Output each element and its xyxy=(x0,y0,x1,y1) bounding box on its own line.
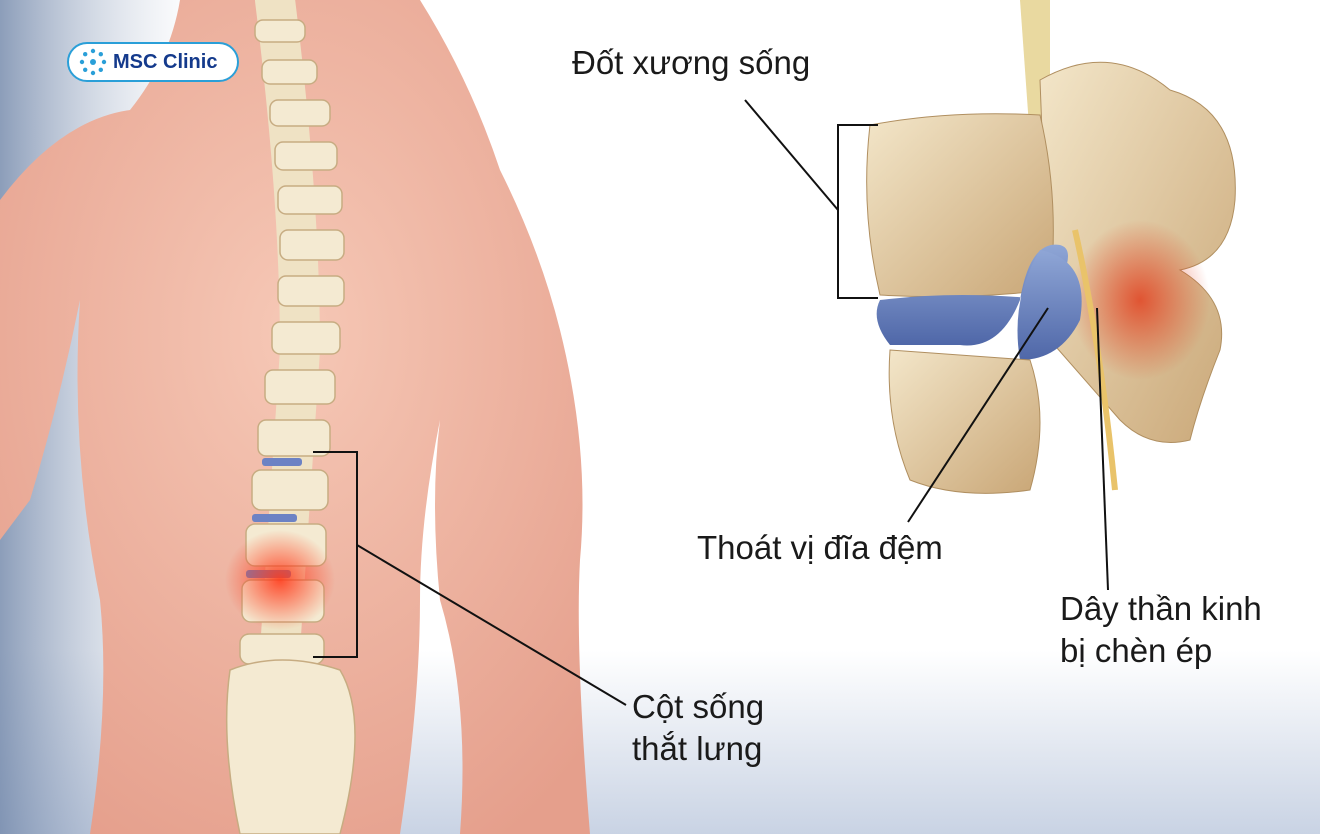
label-compressed-nerve: Dây thần kinh bị chèn ép xyxy=(1060,588,1262,672)
label-vertebra: Đốt xương sống xyxy=(572,44,811,81)
vertebra-closeup xyxy=(866,0,1236,494)
label-lumbar-line2: thắt lưng xyxy=(632,730,763,767)
vertebra-bracket xyxy=(744,99,878,299)
spine xyxy=(225,0,356,834)
logo-text: MSC Clinic xyxy=(113,50,218,73)
label-nerve-line1: Dây thần kinh xyxy=(1060,590,1262,627)
clinic-logo-icon xyxy=(79,48,107,76)
nerve-leader-line xyxy=(1096,307,1109,591)
lumbar-bracket xyxy=(313,451,627,706)
disc-leader-line xyxy=(907,307,1049,523)
label-lumbar-line1: Cột sống xyxy=(632,688,765,725)
msc-clinic-logo: MSC Clinic xyxy=(67,42,239,82)
label-nerve-line2: bị chèn ép xyxy=(1060,632,1213,669)
label-lumbar-spine: Cột sống thắt lưng xyxy=(632,686,764,770)
label-herniated-disc: Thoát vị đĩa đệm xyxy=(697,529,943,566)
